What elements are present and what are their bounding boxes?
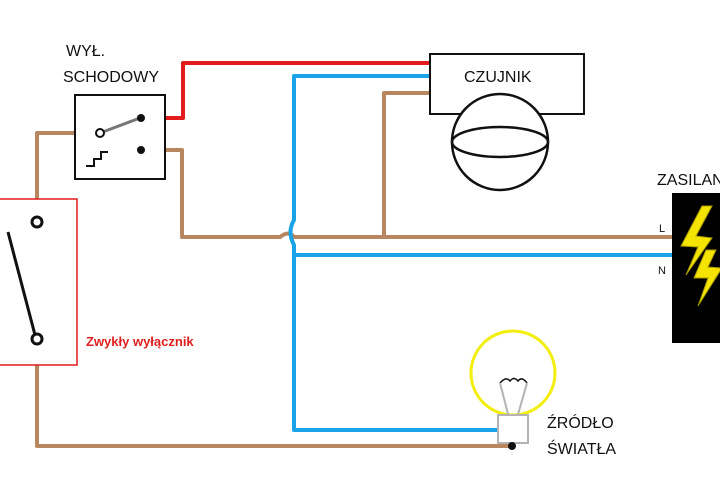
light-bulb xyxy=(469,329,557,450)
lightning-bolt-icon xyxy=(680,205,720,307)
normal-switch-contact-top xyxy=(30,215,44,229)
light-source-label-line2: ŚWIATŁA xyxy=(547,439,616,458)
sensor xyxy=(429,53,585,192)
sensor-dome-lens xyxy=(450,125,550,159)
bulb-socket xyxy=(497,414,529,444)
sensor-dome-icon xyxy=(450,92,550,192)
live-label: L xyxy=(659,223,665,235)
blue-wires xyxy=(288,74,674,432)
neutral-label: N xyxy=(658,265,666,277)
staircase-switch-contact-bottom xyxy=(137,146,145,154)
light-source-label-line1: ŹRÓDŁO xyxy=(547,413,614,432)
staircase-switch-lever xyxy=(99,116,141,135)
normal-switch-lever xyxy=(6,231,37,336)
bulb-terminal xyxy=(508,442,516,450)
sensor-label: CZUJNIK xyxy=(464,69,532,86)
staircase-switch-pivot xyxy=(95,128,105,138)
power-supply-label: ZASILANIE xyxy=(657,172,720,189)
blue-wire-sensor xyxy=(288,74,502,432)
bulb-filament xyxy=(499,377,528,384)
bulb-lead-left xyxy=(499,382,510,419)
brown-wire-switch-bottom xyxy=(35,338,514,448)
staircase-switch xyxy=(74,94,166,180)
staircase-switch-contact-top xyxy=(137,114,145,122)
normal-switch-label: Zwykły wyłącznik xyxy=(86,334,194,349)
brown-wire-crossover xyxy=(278,231,674,239)
red-wire xyxy=(144,61,430,120)
stairs-icon xyxy=(86,151,108,167)
normal-switch xyxy=(0,198,78,366)
bulb-glass-icon xyxy=(469,329,557,417)
brown-wire-sensor xyxy=(382,91,432,239)
bulb-lead-right xyxy=(516,382,528,419)
normal-switch-contact-bottom xyxy=(30,332,44,346)
staircase-switch-label-line1: WYŁ. xyxy=(66,43,105,60)
staircase-switch-label-line2: SCHODOWY xyxy=(63,69,159,86)
power-supply xyxy=(672,193,720,343)
